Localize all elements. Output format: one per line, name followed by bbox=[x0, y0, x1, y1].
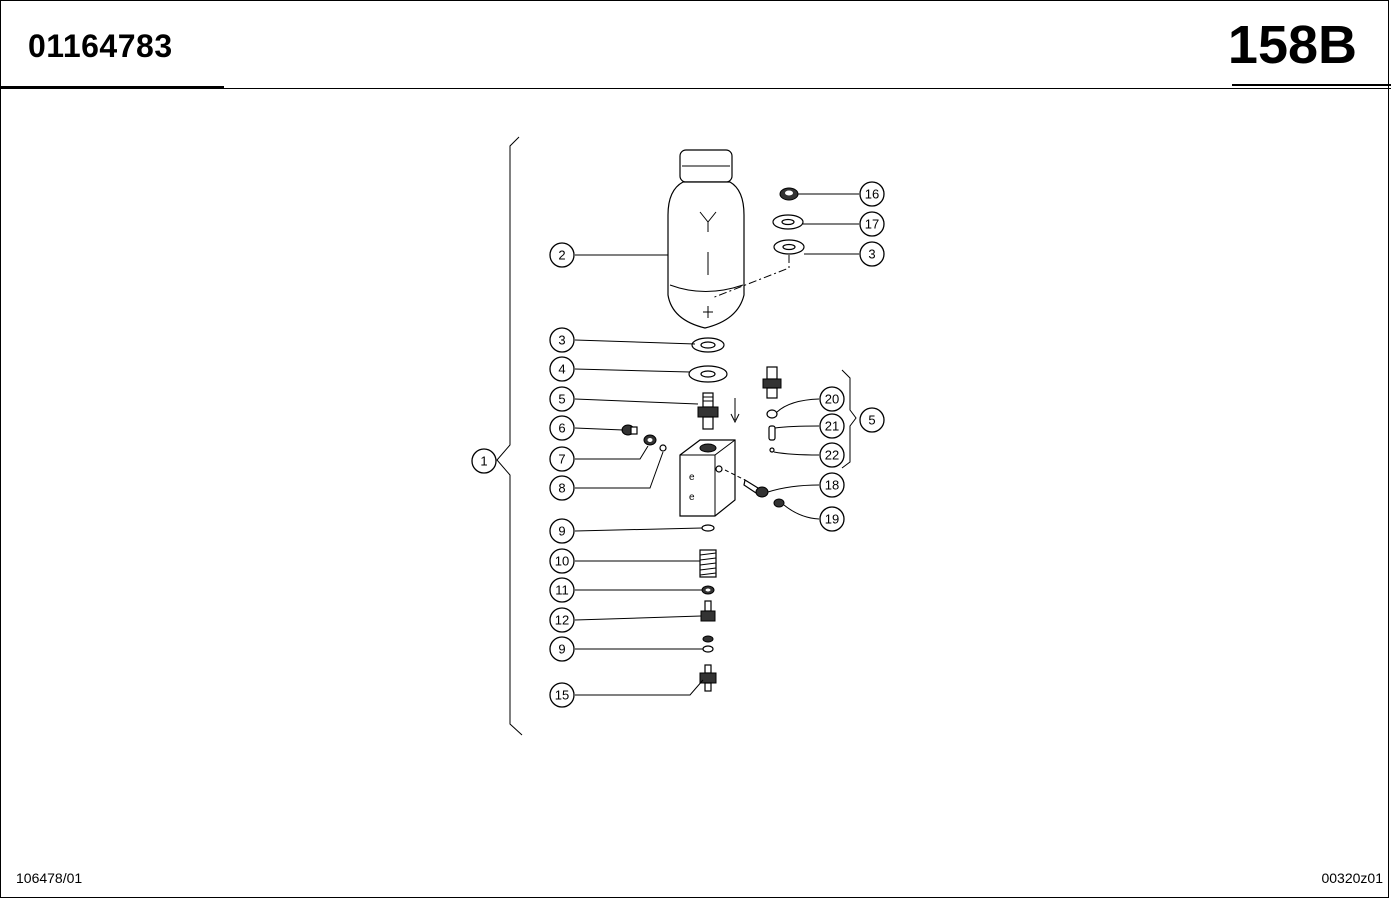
washer-3 bbox=[691, 337, 725, 353]
footer-right-ref: 00320z01 bbox=[1321, 870, 1383, 886]
callout-2: 2 bbox=[549, 242, 575, 268]
seal-ring-3-top bbox=[773, 239, 805, 255]
callout-17: 17 bbox=[859, 211, 885, 237]
svg-text:6: 6 bbox=[558, 421, 565, 436]
leader-lines bbox=[574, 193, 859, 696]
fitting-15 bbox=[699, 664, 717, 692]
svg-text:12: 12 bbox=[555, 613, 569, 628]
callout-5: 5 bbox=[549, 386, 575, 412]
svg-text:8: 8 bbox=[558, 481, 565, 496]
svg-text:4: 4 bbox=[558, 362, 565, 377]
washer-4 bbox=[688, 365, 728, 383]
svg-text:11: 11 bbox=[555, 583, 569, 598]
callout-21: 21 bbox=[819, 413, 845, 439]
spring-10 bbox=[699, 549, 717, 578]
part-number-underline bbox=[0, 86, 224, 88]
seal-11 bbox=[701, 585, 715, 595]
svg-text:5: 5 bbox=[558, 392, 565, 407]
callout-19: 19 bbox=[819, 506, 845, 532]
svg-text:16: 16 bbox=[865, 187, 879, 202]
seal-ring-17 bbox=[772, 214, 804, 230]
page-code: 158B bbox=[1227, 15, 1357, 75]
callout-3: 3 bbox=[549, 327, 575, 353]
screw-18 bbox=[743, 479, 769, 498]
valve-block: e e bbox=[679, 439, 736, 517]
sub-assembly-brace bbox=[841, 369, 857, 469]
svg-text:15: 15 bbox=[555, 688, 569, 703]
center-line bbox=[711, 255, 790, 299]
ring-22 bbox=[769, 447, 775, 453]
callout-15: 15 bbox=[549, 682, 575, 708]
svg-text:e: e bbox=[689, 472, 695, 483]
svg-text:2: 2 bbox=[558, 248, 565, 263]
callout-20: 20 bbox=[819, 386, 845, 412]
callout-4: 4 bbox=[549, 356, 575, 382]
o-ring-8 bbox=[659, 444, 667, 452]
plug-6 bbox=[621, 424, 638, 436]
svg-text:17: 17 bbox=[865, 217, 879, 232]
svg-text:3: 3 bbox=[558, 333, 565, 348]
callout-10: 10 bbox=[549, 548, 575, 574]
fitting-sub-5 bbox=[762, 366, 782, 399]
svg-text:20: 20 bbox=[825, 392, 839, 407]
svg-text:19: 19 bbox=[825, 512, 839, 527]
svg-text:9: 9 bbox=[558, 524, 565, 539]
callout-16: 16 bbox=[859, 181, 885, 207]
seal-19 bbox=[773, 498, 785, 508]
assembly-brace bbox=[496, 136, 523, 736]
callout-3-top: 3 bbox=[859, 241, 885, 267]
o-ring-20 bbox=[766, 409, 778, 419]
piston-12 bbox=[700, 600, 716, 622]
callout-8: 8 bbox=[549, 475, 575, 501]
svg-text:9: 9 bbox=[558, 642, 565, 657]
callout-12: 12 bbox=[549, 607, 575, 633]
svg-text:18: 18 bbox=[825, 478, 839, 493]
fitting-5 bbox=[697, 392, 719, 430]
callout-11: 11 bbox=[549, 577, 575, 603]
cap-nut bbox=[779, 187, 799, 201]
callout-5-sub: 5 bbox=[859, 407, 885, 433]
callout-1: 1 bbox=[471, 448, 497, 474]
callout-18: 18 bbox=[819, 472, 845, 498]
pin-21 bbox=[768, 425, 776, 441]
callout-9: 9 bbox=[549, 518, 575, 544]
washer-9-top bbox=[701, 524, 715, 532]
svg-text:22: 22 bbox=[825, 448, 839, 463]
axis-18 bbox=[724, 469, 746, 481]
flow-arrow bbox=[730, 398, 740, 424]
svg-text:21: 21 bbox=[825, 419, 839, 434]
svg-text:e: e bbox=[689, 492, 695, 503]
page-code-underline bbox=[1232, 84, 1391, 86]
footer-left-ref: 106478/01 bbox=[16, 870, 83, 886]
svg-text:3: 3 bbox=[868, 247, 875, 262]
svg-text:10: 10 bbox=[555, 554, 569, 569]
part-number: 01164783 bbox=[28, 28, 173, 64]
callout-6: 6 bbox=[549, 415, 575, 441]
reservoir-bottle bbox=[667, 149, 745, 329]
callout-9-lower: 9 bbox=[549, 636, 575, 662]
seal-7 bbox=[643, 434, 657, 446]
header-divider bbox=[0, 88, 1391, 89]
callout-7: 7 bbox=[549, 446, 575, 472]
callout-22: 22 bbox=[819, 442, 845, 468]
svg-text:5: 5 bbox=[868, 413, 875, 428]
svg-text:1: 1 bbox=[480, 454, 487, 469]
svg-text:7: 7 bbox=[558, 452, 565, 467]
washer-9-bottom bbox=[702, 635, 714, 653]
